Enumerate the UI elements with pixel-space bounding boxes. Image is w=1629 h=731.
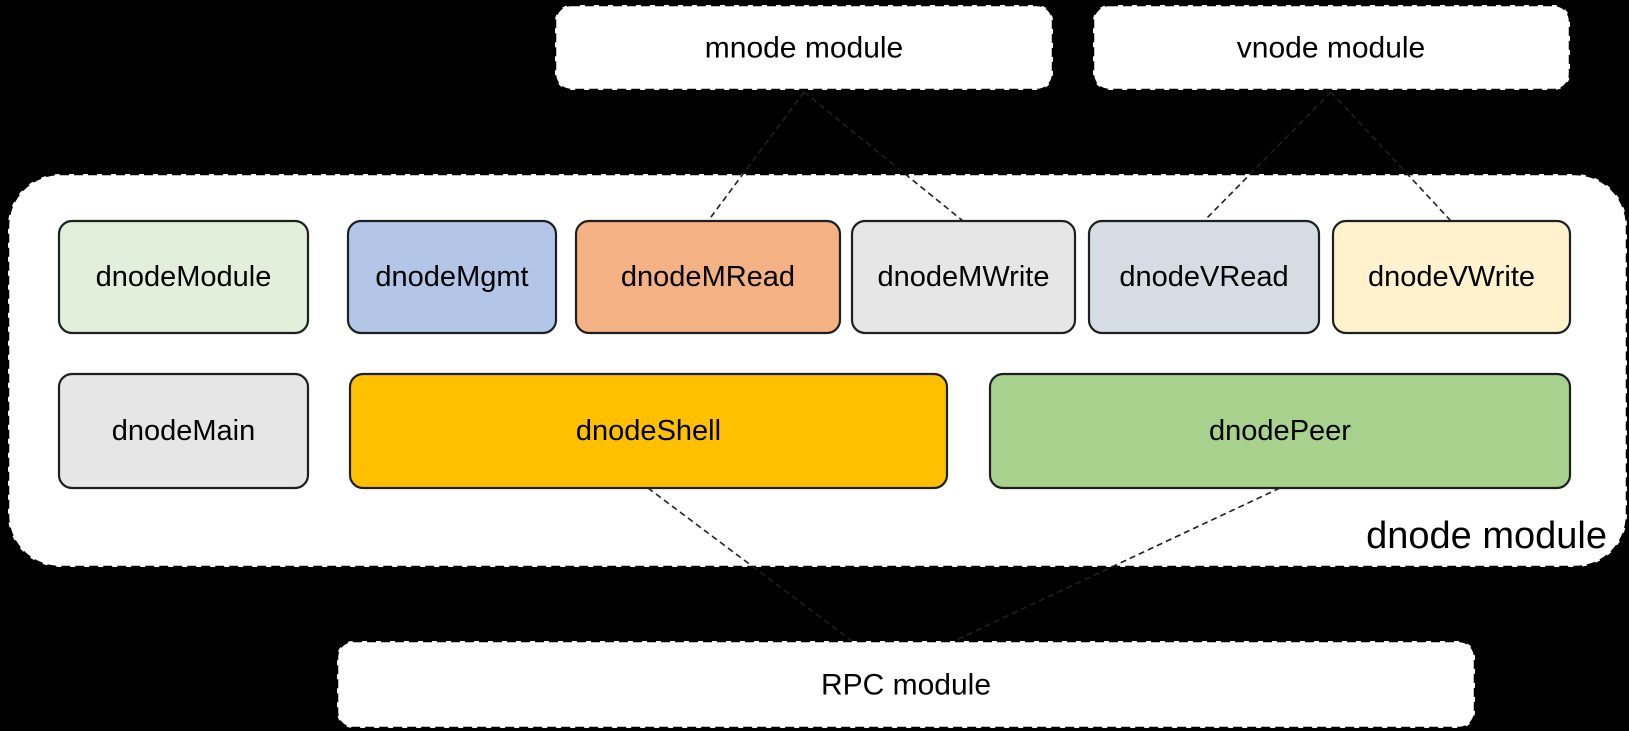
component-dnodeMgmt	[346, 219, 558, 335]
connector-vnode-dnodeVRead	[1203, 91, 1332, 222]
panel-mnode	[553, 3, 1055, 92]
component-label-dnodeMWrite: dnodeMWrite	[878, 261, 1050, 293]
component-dnodeMain	[57, 372, 310, 490]
connector-mnode-dnodeMWrite	[803, 91, 964, 222]
component-dnodePeer	[988, 372, 1572, 490]
panel-label-rpc: RPC module	[821, 669, 991, 702]
connector-mnode-dnodeMRead	[707, 91, 805, 222]
component-dnodeVRead	[1087, 219, 1321, 335]
component-dnodeVWrite	[1331, 219, 1572, 335]
component-dnodeShell	[348, 372, 949, 490]
panel-label-vnode: vnode module	[1237, 32, 1425, 65]
component-label-dnodeVRead: dnodeVRead	[1119, 261, 1288, 293]
component-label-dnodePeer: dnodePeer	[1209, 415, 1351, 447]
component-label-dnodeModule: dnodeModule	[96, 261, 272, 293]
panel-rpc	[335, 639, 1477, 730]
panel-vnode	[1091, 3, 1572, 92]
connector-dnodePeer-rpc	[953, 487, 1281, 642]
component-label-dnodeShell: dnodeShell	[576, 415, 721, 447]
component-label-dnodeMRead: dnodeMRead	[621, 261, 795, 293]
component-label-dnodeVWrite: dnodeVWrite	[1368, 261, 1535, 293]
panel-label-dnode: dnode module	[1366, 515, 1607, 557]
component-label-dnodeMain: dnodeMain	[112, 415, 256, 447]
component-dnodeModule	[57, 219, 310, 335]
connector-dnodeShell-rpc	[647, 487, 853, 642]
panel-label-mnode: mnode module	[705, 32, 903, 65]
component-dnodeMRead	[574, 219, 842, 335]
component-label-dnodeMgmt: dnodeMgmt	[375, 261, 528, 293]
component-dnodeMWrite	[850, 219, 1077, 335]
